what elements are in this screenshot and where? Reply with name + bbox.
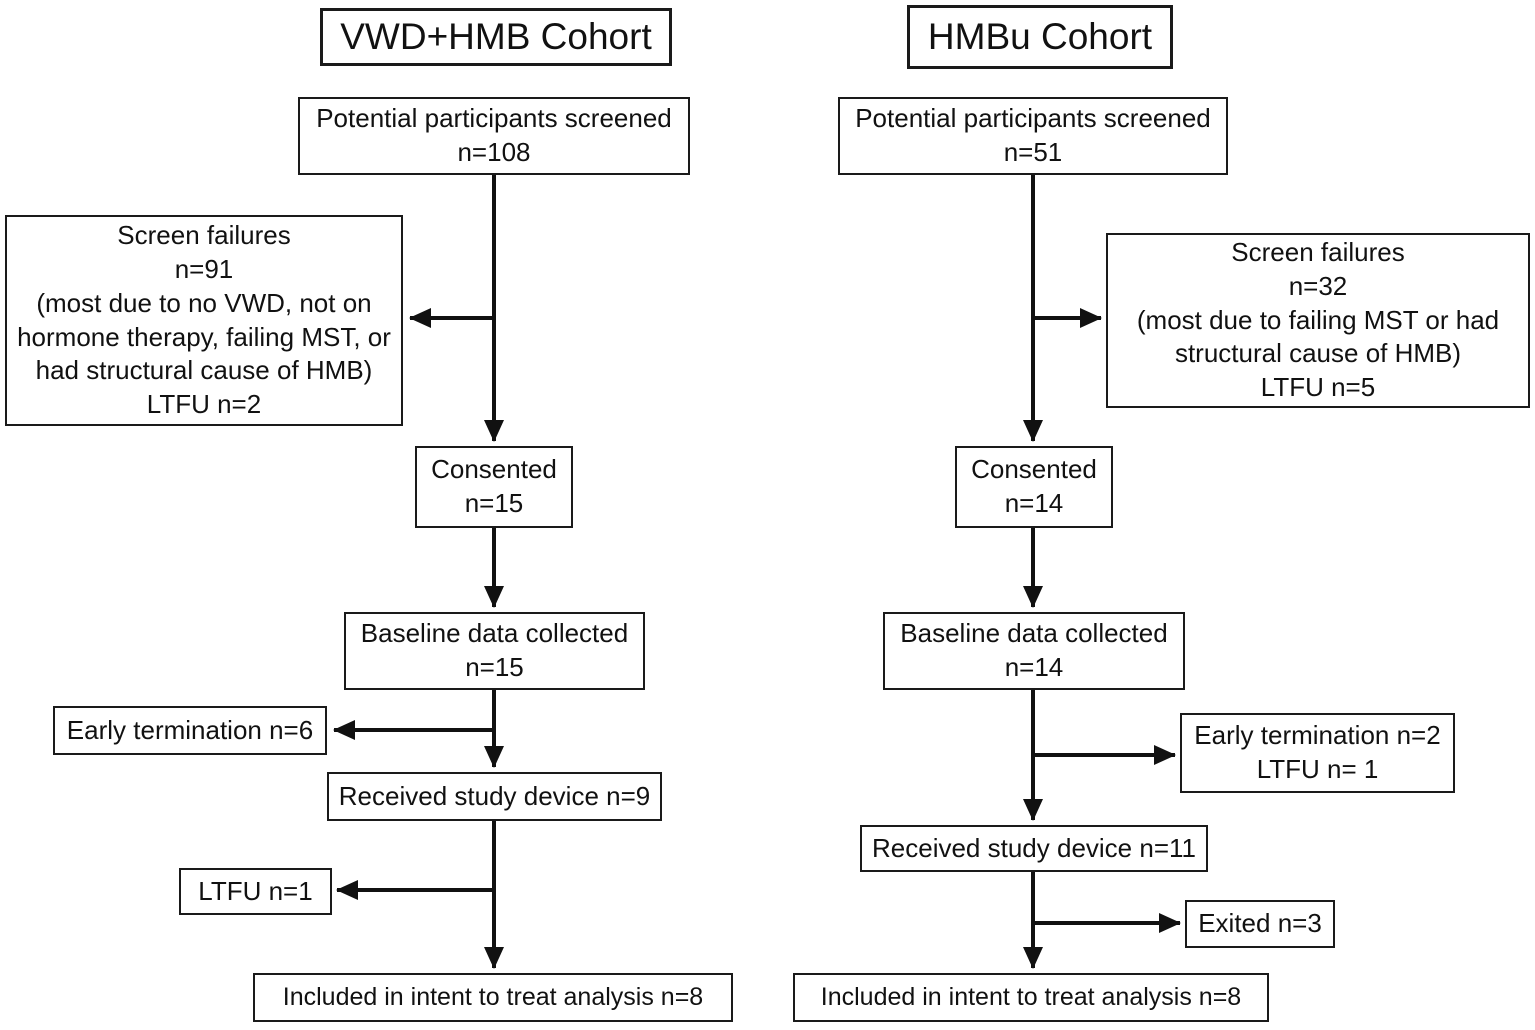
right-node-exited: Exited n=3	[1185, 900, 1335, 948]
right-node-received-device: Received study device n=11	[860, 825, 1208, 872]
right-node-consented: Consented n=14	[955, 446, 1113, 528]
right-node-early-termination: Early termination n=2 LTFU n= 1	[1180, 713, 1455, 793]
right-cohort-title: HMBu Cohort	[907, 5, 1173, 69]
left-node-screened: Potential participants screened n=108	[298, 97, 690, 175]
left-node-ltfu: LTFU n=1	[179, 868, 332, 915]
right-node-baseline: Baseline data collected n=14	[883, 612, 1185, 690]
left-node-consented: Consented n=15	[415, 446, 573, 528]
left-cohort-title: VWD+HMB Cohort	[320, 8, 672, 66]
left-node-screen-failures: Screen failures n=91 (most due to no VWD…	[5, 215, 403, 426]
left-node-early-termination: Early termination n=6	[53, 706, 327, 755]
right-node-screened: Potential participants screened n=51	[838, 97, 1228, 175]
left-node-baseline: Baseline data collected n=15	[344, 612, 645, 690]
left-node-included: Included in intent to treat analysis n=8	[253, 973, 733, 1022]
right-node-included: Included in intent to treat analysis n=8	[793, 973, 1269, 1022]
right-node-screen-failures: Screen failures n=32 (most due to failin…	[1106, 233, 1530, 408]
left-node-received-device: Received study device n=9	[327, 772, 662, 821]
